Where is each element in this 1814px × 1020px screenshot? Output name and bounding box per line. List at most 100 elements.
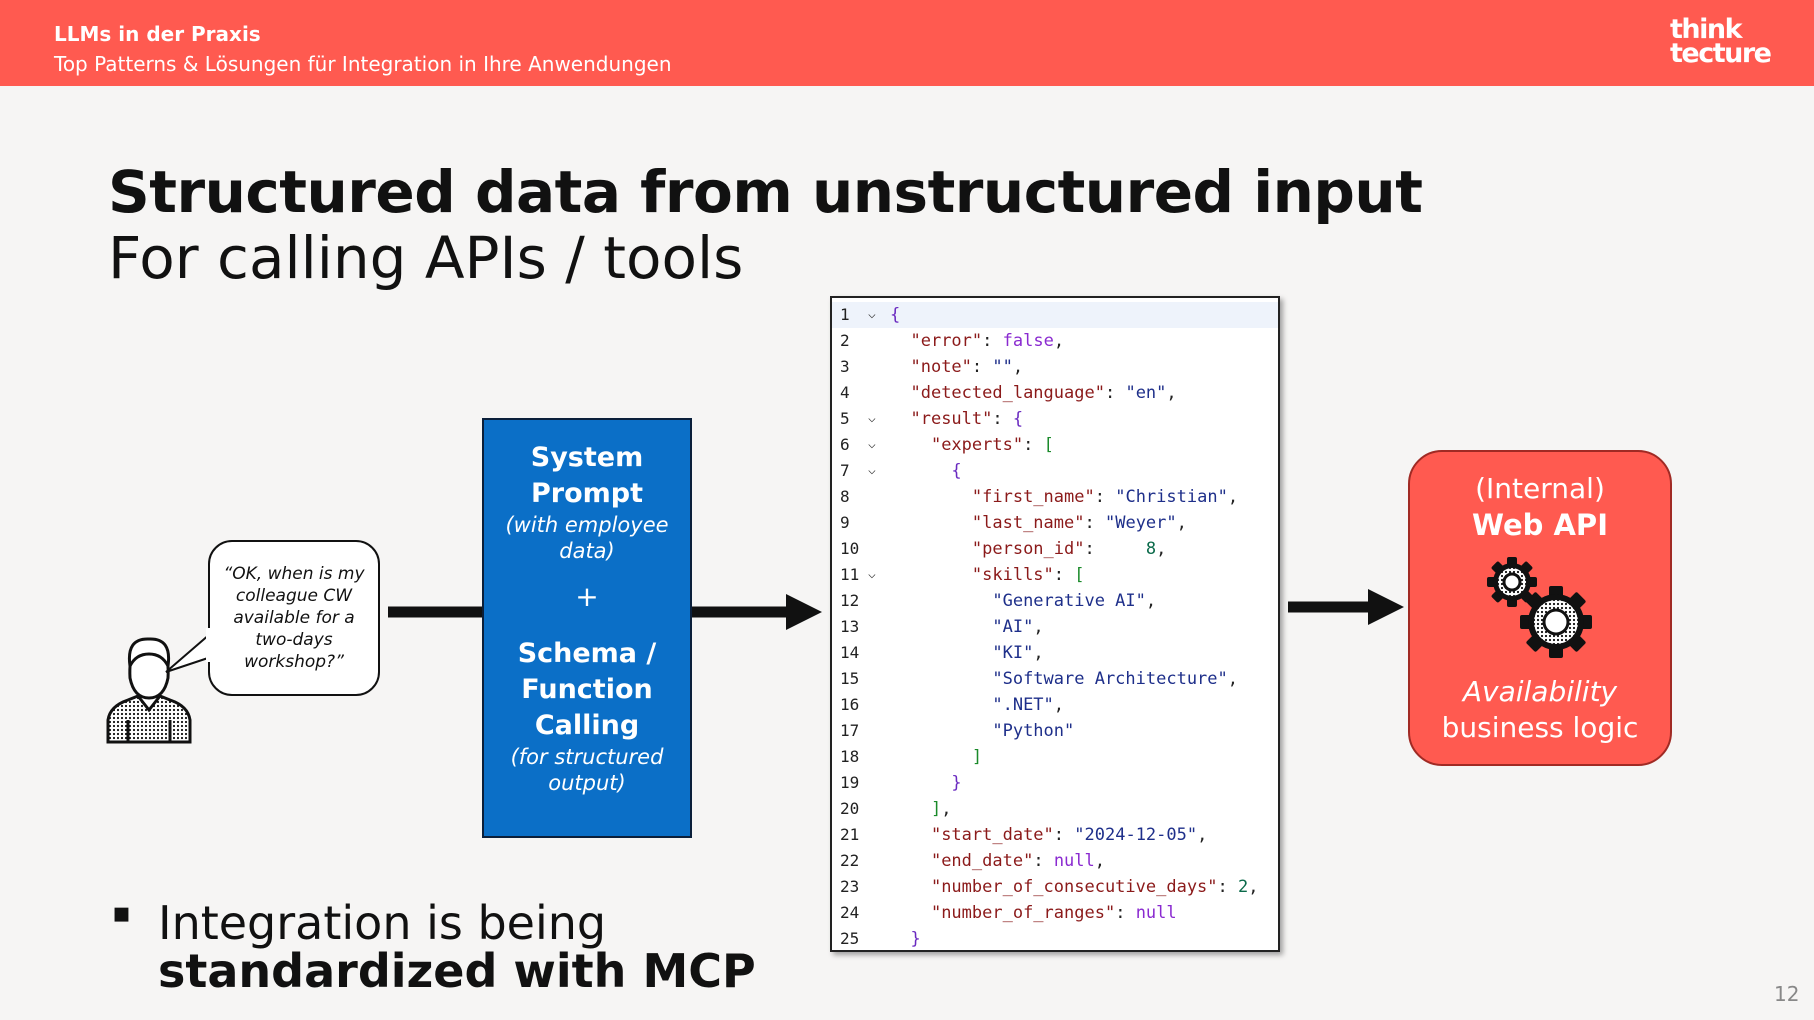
line-number: 10 — [840, 539, 860, 558]
arrow-code-to-api-head — [1368, 589, 1404, 625]
line-number: 21 — [840, 825, 860, 844]
speech-bubble-tail — [165, 633, 215, 673]
fold-chevron-icon[interactable]: ⌵ — [868, 411, 876, 426]
fold-chevron-icon[interactable]: ⌵ — [868, 437, 876, 452]
logo-line-2: tecture — [1670, 38, 1772, 69]
code-text: "note": "", — [910, 357, 1024, 377]
code-line: 25 } — [832, 926, 1278, 952]
system-prompt-note: (with employee data) — [505, 513, 669, 563]
page-number: 12 — [1774, 982, 1800, 1006]
plus-sign: + — [575, 580, 599, 613]
schema-line3: Calling — [534, 710, 640, 741]
line-number: 14 — [840, 643, 860, 662]
line-number: 1 — [840, 305, 850, 324]
fold-chevron-icon[interactable]: ⌵ — [868, 307, 876, 322]
fold-chevron-icon[interactable]: ⌵ — [868, 567, 876, 582]
code-text: "first_name": "Christian", — [971, 487, 1239, 507]
code-text: { — [890, 305, 901, 325]
code-text: "skills": [ — [971, 565, 1085, 585]
code-line: 12 "Generative AI", — [832, 588, 1278, 614]
line-number: 25 — [840, 929, 860, 948]
slide-header: LLMs in der Praxis Top Patterns & Lösung… — [0, 0, 1814, 86]
json-code-panel: 1⌵{2 "error": false,3 "note": "",4 "dete… — [830, 296, 1280, 952]
code-text: "result": { — [910, 409, 1024, 429]
code-line: 3 "note": "", — [832, 354, 1278, 380]
code-text: ".NET", — [992, 695, 1065, 715]
line-number: 24 — [840, 903, 860, 922]
code-text: "number_of_ranges": null — [930, 903, 1177, 923]
code-line: 20 ], — [832, 796, 1278, 822]
code-line: 16 ".NET", — [832, 692, 1278, 718]
line-number: 7 — [840, 461, 850, 480]
api-line2: Web API — [1472, 508, 1608, 542]
line-number: 6 — [840, 435, 850, 454]
slide-subtitle: For calling APIs / tools — [108, 224, 744, 292]
code-line: 17 "Python" — [832, 718, 1278, 744]
code-text: "error": false, — [910, 331, 1065, 351]
header-subtitle: Top Patterns & Lösungen für Integration … — [54, 52, 672, 76]
code-text: "person_id": 8, — [971, 539, 1167, 559]
code-text: { — [951, 461, 962, 481]
code-line: 9 "last_name": "Weyer", — [832, 510, 1278, 536]
system-prompt-box: System Prompt (with employee data) + Sch… — [482, 418, 692, 838]
code-line: 4 "detected_language": "en", — [832, 380, 1278, 406]
header-title: LLMs in der Praxis — [54, 22, 261, 46]
person-icon — [106, 637, 192, 744]
line-number: 19 — [840, 773, 860, 792]
code-line: 18 ] — [832, 744, 1278, 770]
code-line: 22 "end_date": null, — [832, 848, 1278, 874]
schema-line2: Function — [521, 674, 653, 705]
code-text: } — [951, 773, 962, 793]
api-line4: business logic — [1441, 711, 1639, 744]
code-line: 21 "start_date": "2024-12-05", — [832, 822, 1278, 848]
code-text: "Generative AI", — [992, 591, 1157, 611]
code-text: ] — [971, 747, 983, 767]
line-number: 11 — [840, 565, 860, 584]
arrow-system-to-code-head — [786, 594, 822, 630]
api-line1: (Internal) — [1475, 472, 1605, 505]
code-text: "end_date": null, — [930, 851, 1106, 871]
code-text: "last_name": "Weyer", — [971, 513, 1187, 533]
code-line: 13 "AI", — [832, 614, 1278, 640]
line-number: 13 — [840, 617, 860, 636]
code-text: "Python" — [992, 721, 1075, 741]
schema-line1: Schema / — [517, 638, 657, 669]
code-text: "KI", — [992, 643, 1044, 663]
speech-bubble-tail-cover — [206, 628, 214, 662]
line-number: 9 — [840, 513, 850, 532]
code-text: "number_of_consecutive_days": 2, — [930, 877, 1259, 897]
system-prompt-line1: System — [530, 442, 644, 473]
code-line: 11 ⌵ "skills": [ — [832, 562, 1278, 588]
api-line3: Availability — [1462, 675, 1618, 708]
code-text: } — [910, 929, 921, 949]
code-line: 1 ⌵ { — [832, 302, 1278, 328]
thinktecture-logo: think tecture — [1670, 14, 1772, 69]
code-text: ], — [930, 799, 952, 819]
code-text: "AI", — [992, 617, 1044, 637]
line-number: 20 — [840, 799, 860, 818]
logo-line-1: think — [1670, 14, 1743, 45]
code-line: 14 "KI", — [832, 640, 1278, 666]
bullet-marker: ▪ — [112, 896, 131, 929]
code-text: "detected_language": "en", — [910, 383, 1177, 403]
code-line: 5 ⌵ "result": { — [832, 406, 1278, 432]
code-line: 7 ⌵ { — [832, 458, 1278, 484]
line-number: 16 — [840, 695, 860, 714]
line-number: 17 — [840, 721, 860, 740]
system-prompt-line2: Prompt — [530, 478, 644, 509]
line-number: 12 — [840, 591, 860, 610]
code-line: 24 "number_of_ranges": null — [832, 900, 1278, 926]
user-speech-bubble: “OK, when is my colleague CW available f… — [208, 540, 380, 696]
line-number: 18 — [840, 747, 860, 766]
code-text: "experts": [ — [930, 435, 1054, 455]
line-number: 22 — [840, 851, 860, 870]
user-quote: “OK, when is my colleague CW available f… — [223, 564, 365, 672]
line-number: 5 — [840, 409, 850, 428]
code-line: 10 "person_id": 8, — [832, 536, 1278, 562]
line-number: 15 — [840, 669, 860, 688]
code-line: 15 "Software Architecture", — [832, 666, 1278, 692]
code-line: 8 "first_name": "Christian", — [832, 484, 1278, 510]
slide-title: Structured data from unstructured input — [108, 158, 1423, 226]
line-number: 4 — [840, 383, 850, 402]
fold-chevron-icon[interactable]: ⌵ — [868, 463, 876, 478]
